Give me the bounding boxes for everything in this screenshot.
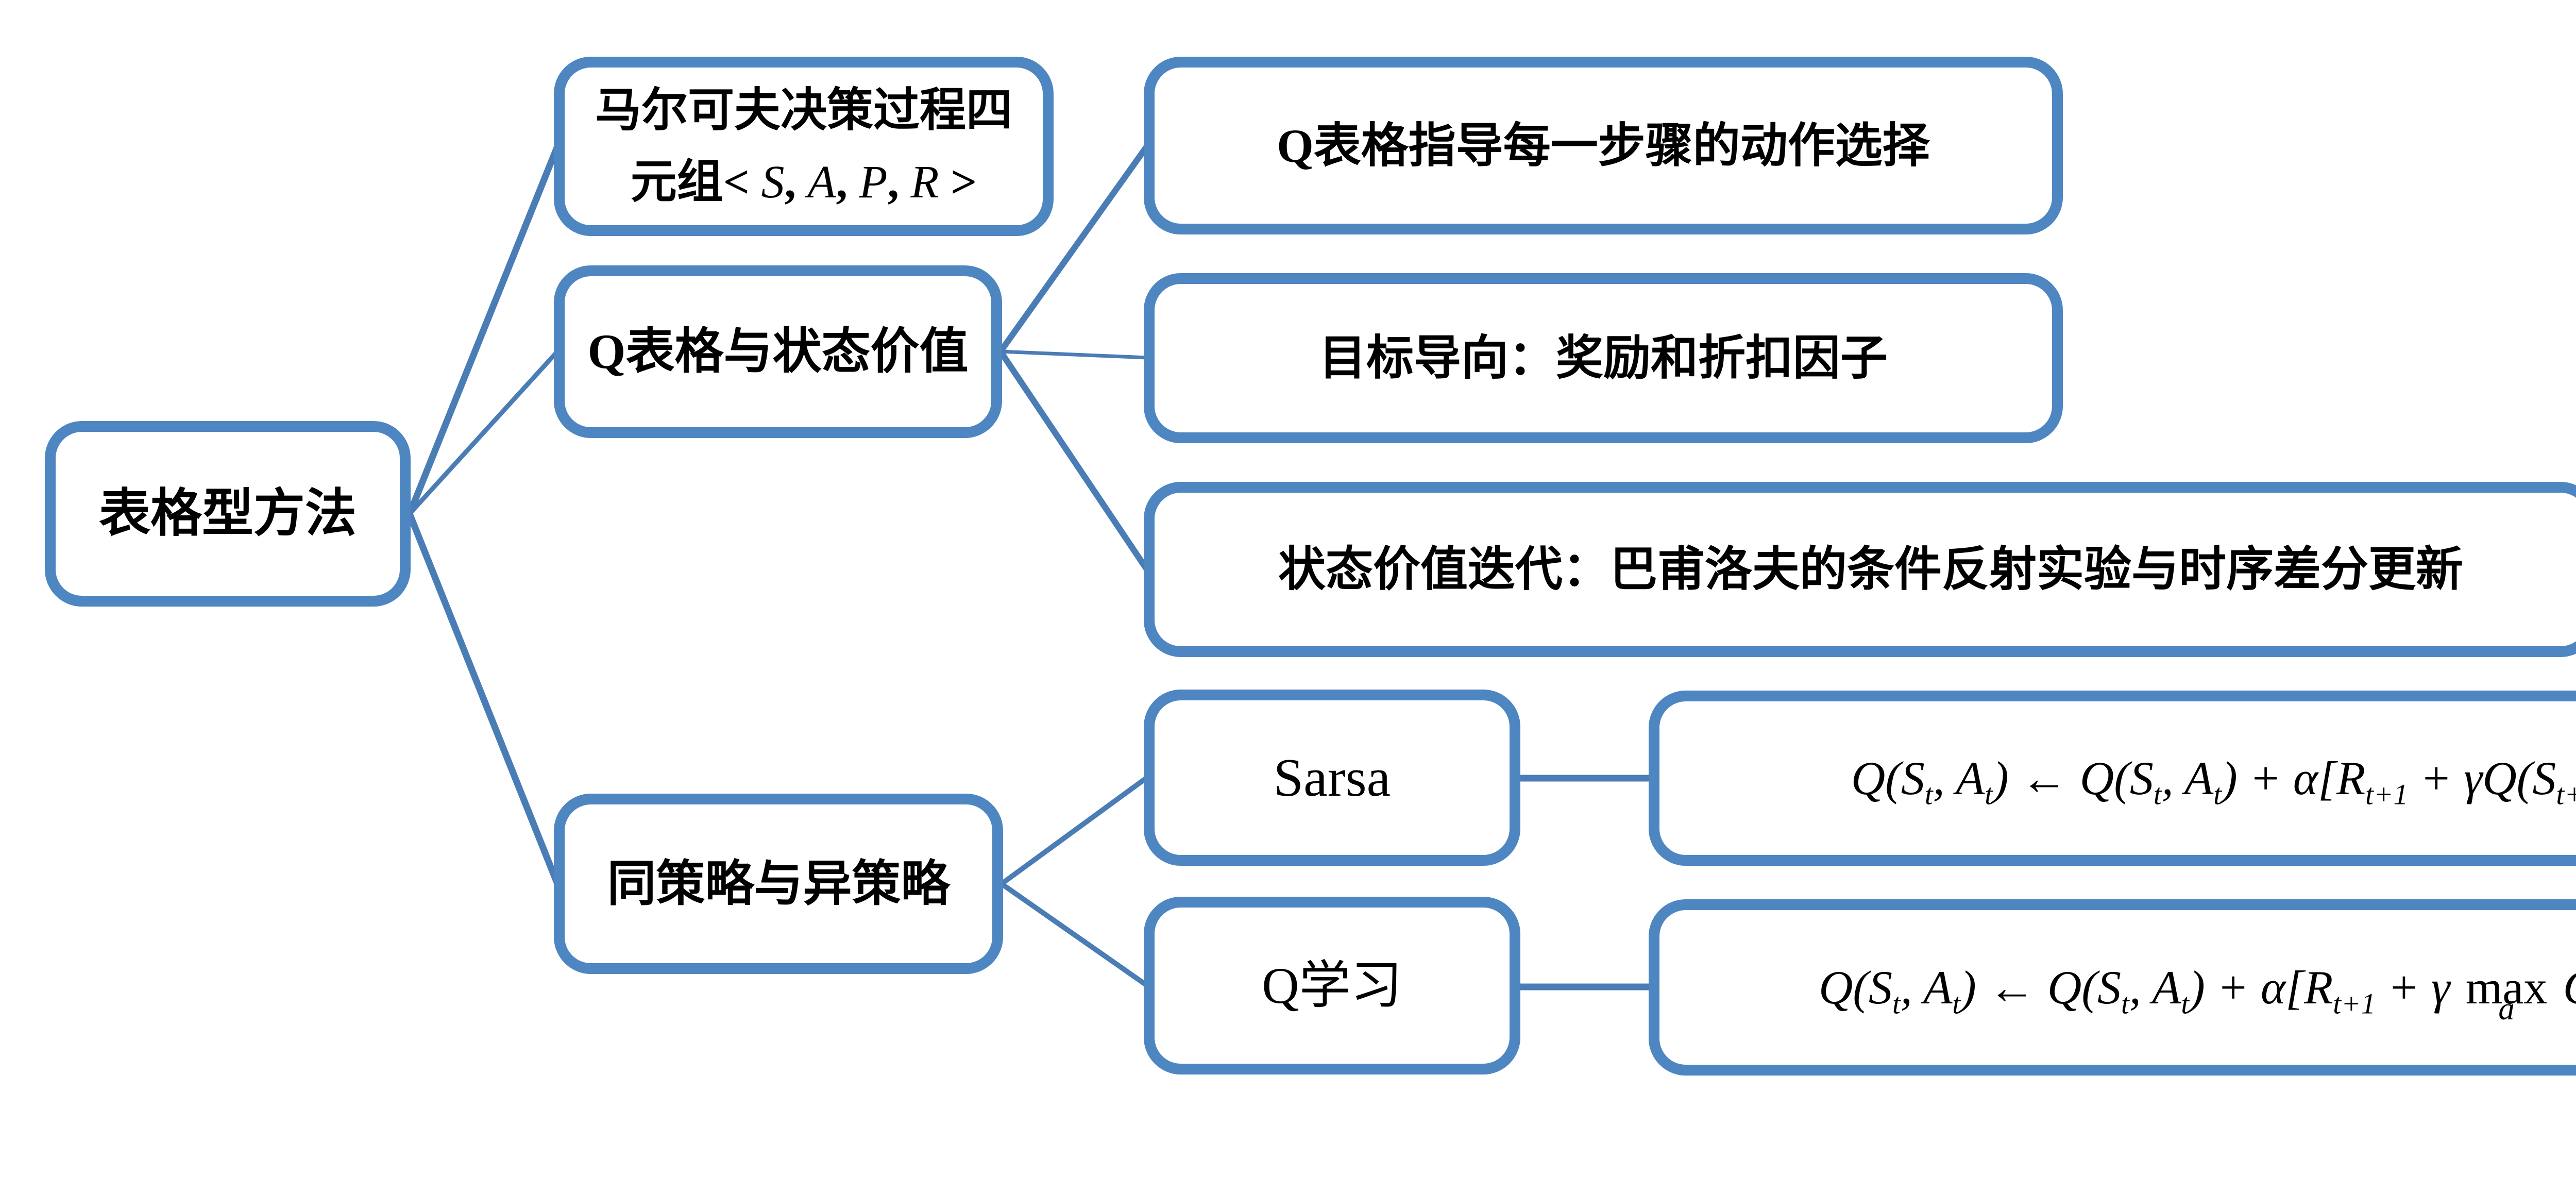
sarsa-formula-text: Q(St, At) ← Q(St, At) + α[Rt+1 + γQ(St+1… [1851, 752, 2576, 811]
leaf-action-node: Q表格指导每一步骤的动作选择 [1144, 57, 2063, 234]
qlearning-node: Q学习 [1144, 897, 1520, 1075]
leaf-value-label: 状态价值迭代：巴甫洛夫的条件反射实验与时序差分更新 [1278, 543, 2463, 596]
connector-root-mdp [406, 145, 561, 515]
connector-qtable-goal [1000, 349, 1147, 360]
qlearning-node-label: Q学习 [1262, 956, 1402, 1014]
leaf-goal-node: 目标导向：奖励和折扣因子 [1144, 273, 2063, 443]
qtable-node: Q表格与状态价值 [554, 265, 1002, 438]
connector-root-qtable [408, 349, 560, 516]
leaf-goal-label: 目标导向：奖励和折扣因子 [1318, 332, 1888, 384]
mdp-node-line2: 元组< S, A, P, R > [630, 157, 977, 208]
mdp-node-line1: 马尔可夫决策过程四 [595, 85, 1012, 136]
policy-node-label: 同策略与异策略 [607, 856, 950, 911]
connector-policy-qlearning [1000, 881, 1148, 988]
root-node: 表格型方法 [45, 421, 411, 607]
leaf-action-label: Q表格指导每一步骤的动作选择 [1277, 119, 1930, 172]
leaf-value-node: 状态价值迭代：巴甫洛夫的条件反射实验与时序差分更新 [1144, 482, 2576, 657]
qtable-node-label: Q表格与状态价值 [587, 324, 969, 379]
connector-qtable-value [998, 349, 1149, 572]
sarsa-node: Sarsa [1144, 690, 1520, 866]
sarsa-formula-node: Q(St, At) ← Q(St, At) + α[Rt+1 + γQ(St+1… [1649, 691, 2576, 866]
connector-root-policy [406, 512, 561, 885]
policy-node: 同策略与异策略 [554, 794, 1003, 974]
mdp-node: 马尔可夫决策过程四 元组< S, A, P, R > [554, 57, 1054, 236]
connector-policy-sarsa [1000, 775, 1148, 886]
root-node-label: 表格型方法 [99, 485, 357, 542]
mdp-node-label: 马尔可夫决策过程四 元组< S, A, P, R > [595, 75, 1012, 219]
sarsa-node-label: Sarsa [1273, 747, 1391, 808]
